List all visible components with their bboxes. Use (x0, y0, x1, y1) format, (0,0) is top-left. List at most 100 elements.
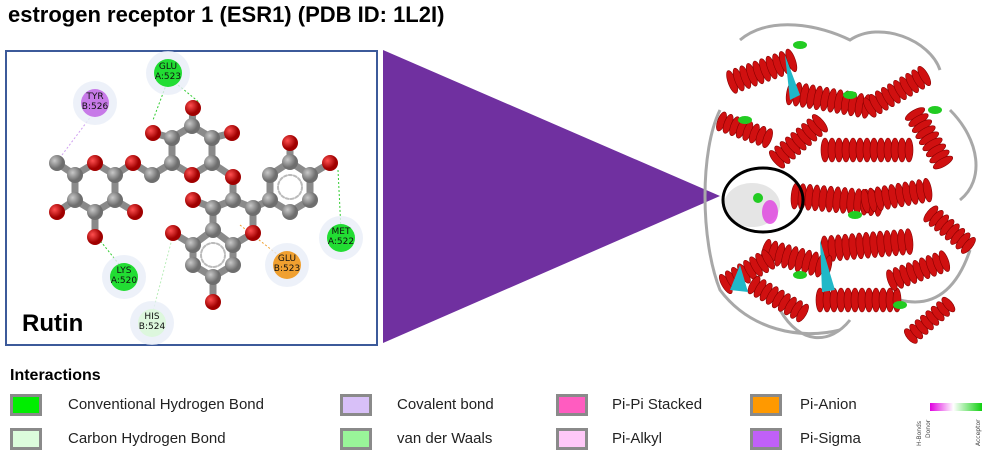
carbon-atom (262, 192, 278, 208)
aromatic-ring (200, 242, 226, 268)
oxygen-atom (225, 169, 241, 185)
arrow-triangle (383, 50, 720, 343)
alpha-helix (860, 177, 933, 214)
oxygen-atom (49, 204, 65, 220)
carbon-atom (67, 167, 83, 183)
carbon-atom (49, 155, 65, 171)
residue-disc (273, 251, 301, 279)
residue-id: A:523 (154, 72, 182, 82)
alpha-helix (886, 250, 951, 291)
residue-disc (327, 224, 355, 252)
aromatic-ring (277, 174, 303, 200)
carbon-atom (225, 237, 241, 253)
oxygen-atom (185, 100, 201, 116)
alpha-helix (769, 114, 828, 169)
alpha-helix (820, 137, 914, 163)
binding-site-circle (721, 166, 805, 234)
carbon-atom (204, 130, 220, 146)
turn (848, 211, 862, 219)
alpha-helix (815, 287, 902, 313)
carbon-atom (282, 154, 298, 170)
alpha-helix (904, 107, 954, 170)
carbon-atom (205, 222, 221, 238)
alpha-helix (785, 80, 872, 119)
carbon-atom (204, 155, 220, 171)
alpha-helix (923, 205, 976, 254)
coil (948, 108, 978, 202)
residue-name: MET (331, 227, 351, 237)
coil (703, 109, 841, 336)
carbon-atom (245, 200, 261, 216)
residue-disc (110, 263, 138, 291)
legend-label: Covalent bond (397, 396, 494, 413)
donor-surface (762, 200, 778, 224)
legend-swatch (750, 394, 782, 416)
carbon-atom (107, 167, 123, 183)
legend-label: Pi-Sigma (800, 430, 861, 447)
legend-swatch (10, 428, 42, 450)
alpha-helix (904, 296, 956, 344)
carbon-atom (164, 155, 180, 171)
residue-id: B:526 (81, 102, 109, 112)
carbon-atom (87, 204, 103, 220)
carbon-atom (262, 167, 278, 183)
legend-swatch (340, 428, 372, 450)
turn (843, 91, 857, 99)
oxygen-atom (205, 294, 221, 310)
legend-swatch (10, 394, 42, 416)
beta-sheet (820, 240, 835, 292)
carbon-atom (205, 200, 221, 216)
oxygen-atom (145, 125, 161, 141)
residue-name: LYS (116, 266, 132, 276)
residue-id: A:522 (327, 237, 355, 247)
residue-id: B:523 (273, 264, 301, 274)
legend-label: Pi-Pi Stacked (612, 396, 703, 413)
residue-name: GLU (158, 62, 178, 72)
oxygen-atom (125, 155, 141, 171)
legend-label: Pi-Alkyl (612, 430, 663, 447)
residue-name: GLU (277, 254, 297, 264)
residue-disc (154, 59, 182, 87)
carbon-atom (205, 269, 221, 285)
molecule-atoms (49, 100, 338, 310)
carbon-atom (107, 192, 123, 208)
legend-swatch (340, 394, 372, 416)
carbon-atom (282, 204, 298, 220)
carbon-atom (302, 192, 318, 208)
turn (893, 301, 907, 309)
oxygen-atom (224, 125, 240, 141)
oxygen-atom (87, 229, 103, 245)
legend-swatch (750, 428, 782, 450)
coil (778, 309, 852, 340)
hbond-gradient-bar (930, 403, 982, 411)
turn (793, 271, 807, 279)
oxygen-atom (282, 135, 298, 151)
residue-name: TYR (86, 92, 104, 102)
oxygen-atom (87, 155, 103, 171)
carbon-atom (185, 257, 201, 273)
residue-id: A:520 (110, 276, 138, 286)
turn (738, 116, 752, 124)
legend-swatch (556, 394, 588, 416)
oxygen-atom (165, 225, 181, 241)
residue-disc (138, 309, 166, 337)
oxygen-atom (184, 167, 200, 183)
oxygen-atom (185, 192, 201, 208)
hbond-donor-label: Donor (925, 419, 932, 438)
carbon-atom (164, 130, 180, 146)
coil (739, 23, 942, 71)
carbon-atom (225, 192, 241, 208)
residue-disc (81, 89, 109, 117)
alpha-helix (747, 275, 809, 323)
hbond-acceptor-label: Acceptor (975, 419, 982, 446)
carbon-atom (225, 257, 241, 273)
oxygen-atom (245, 225, 261, 241)
legend-label: van der Waals (397, 430, 493, 447)
